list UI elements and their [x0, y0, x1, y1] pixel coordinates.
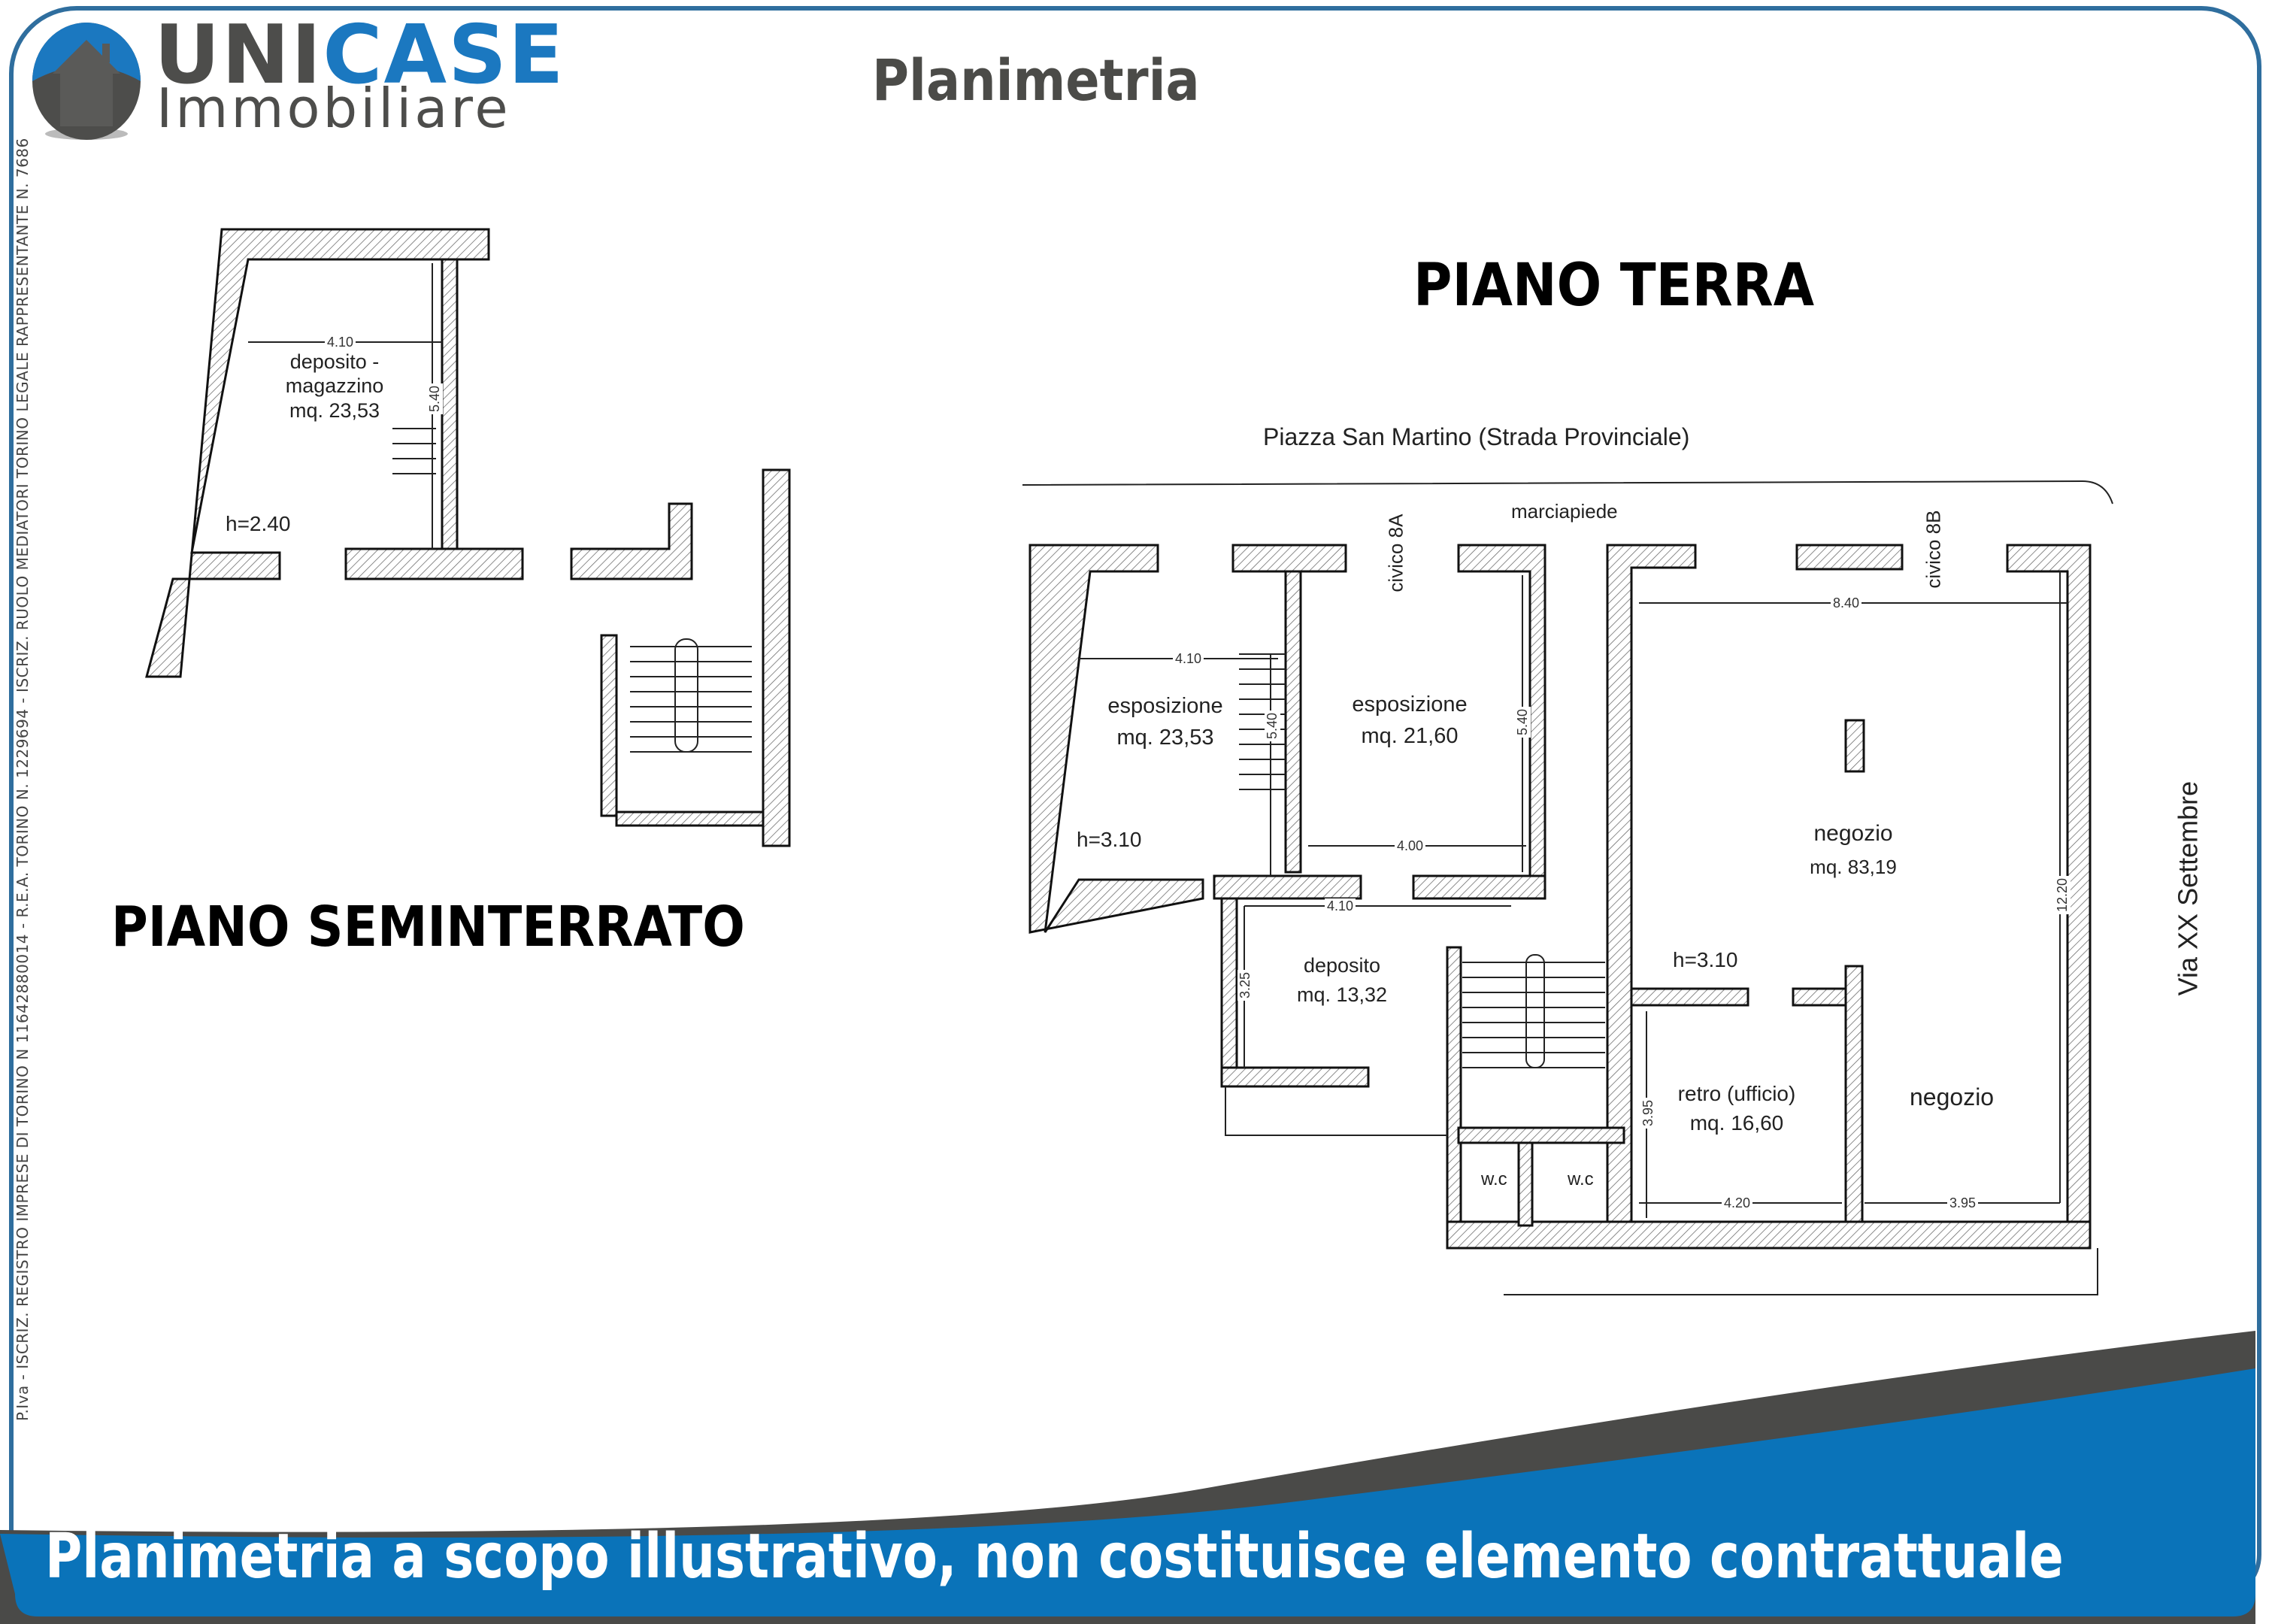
civico-8b-label: civico 8B [1922, 510, 1945, 589]
room-negozio-main: negozio mq. 83,19 [1789, 816, 1917, 883]
footer-swoosh [0, 1331, 2255, 1624]
sidewalk-label: marciapiede [1511, 500, 1618, 523]
dim-deposito-height: 3.25 [1237, 969, 1254, 1001]
room-area: mq. 83,19 [1810, 856, 1897, 878]
dim-esp1-height: 5.40 [1265, 710, 1281, 742]
dim-retro-width: 4.20 [1722, 1195, 1753, 1211]
floor-title-seminterrato: PIANO SEMINTERRATO [111, 895, 745, 959]
room-name: deposito [1303, 954, 1381, 977]
dim-negozio2-width: 3.95 [1947, 1195, 1979, 1211]
height-esposizione: h=3.10 [1077, 828, 1142, 851]
brand-name-case: CASE [323, 8, 565, 102]
room-name: esposizione [1107, 694, 1223, 718]
house-egg-icon [32, 23, 141, 140]
dim-esp2-height: 5.40 [1515, 706, 1531, 738]
room-negozio-back: negozio [1910, 1083, 1995, 1110]
room-name: deposito - [289, 350, 380, 373]
street-right-label: Via XX Settembre [2172, 780, 2204, 996]
room-deposito-magazzino: deposito - magazzino mq. 23,53 [248, 350, 421, 423]
room-area: mq. 13,32 [1296, 983, 1388, 1007]
room-area: mq. 23,53 [289, 398, 380, 422]
brand-subtitle: Immobiliare [156, 77, 511, 140]
dim-negozio-width: 8.40 [1831, 595, 1862, 611]
street-top-label: Piazza San Martino (Strada Provinciale) [1263, 423, 1690, 450]
dimension-height: 5.40 [427, 383, 444, 415]
floor-title-terra: PIANO TERRA [1413, 252, 1815, 320]
room-name: negozio [1813, 821, 1893, 846]
room-esposizione-2: esposizione mq. 21,60 [1338, 689, 1481, 752]
civico-8a-label: civico 8A [1384, 514, 1407, 592]
room-area: mq. 21,60 [1361, 724, 1459, 749]
height-negozio: h=3.10 [1673, 948, 1738, 971]
room-esposizione-1: esposizione mq. 23,53 [1094, 690, 1237, 753]
room-height: h=2.40 [226, 512, 291, 535]
room-wc-1: w.c [1481, 1169, 1507, 1189]
dim-negozio-height: 12.20 [2055, 875, 2071, 915]
dimension-width: 4.10 [325, 335, 356, 350]
room-area: mq. 23,53 [1116, 726, 1214, 750]
room-name: esposizione [1352, 692, 1468, 717]
brand-name: UNICASE [154, 15, 565, 96]
dim-esp1-width: 4.10 [1173, 651, 1204, 667]
room-name-2: magazzino [285, 374, 384, 398]
page-title: Planimetria [872, 47, 1200, 114]
room-name: retro (ufficio) [1677, 1082, 1796, 1105]
room-retro-ufficio: retro (ufficio) mq. 16,60 [1662, 1079, 1812, 1138]
dim-retro-height: 3.95 [1640, 1097, 1657, 1129]
dim-deposito-width: 4.10 [1325, 898, 1356, 914]
room-wc-2: w.c [1568, 1169, 1594, 1189]
footer-disclaimer: Planimetria a scopo illustrativo, non co… [45, 1521, 2064, 1592]
room-area: mq. 16,60 [1689, 1111, 1784, 1135]
dim-esp2-width: 4.00 [1395, 838, 1426, 854]
room-deposito: deposito mq. 13,32 [1286, 951, 1398, 1010]
brand-name-uni: UNI [154, 8, 323, 102]
